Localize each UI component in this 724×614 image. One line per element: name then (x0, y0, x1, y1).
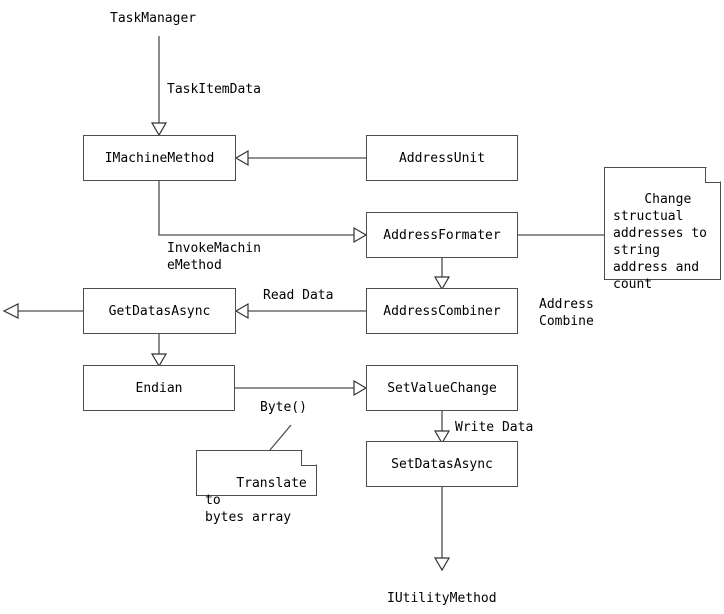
note-translate-fold-icon (301, 451, 316, 466)
node-addressformater[interactable]: AddressFormater (366, 212, 518, 258)
arrowhead-addressformater (353, 226, 368, 244)
node-endian[interactable]: Endian (83, 365, 235, 411)
arrowhead-getdatasasync (234, 302, 249, 320)
label-byte-call: Byte() (260, 400, 307, 415)
arrowhead-iutilitymethod (433, 557, 451, 572)
node-imachinemethod[interactable]: IMachineMethod (83, 135, 236, 181)
label-read-data: Read Data (263, 288, 334, 303)
node-addressunit[interactable]: AddressUnit (366, 135, 518, 181)
node-addresscombiner[interactable]: AddressCombiner (366, 288, 518, 334)
edge-note-translate-connector (269, 424, 292, 451)
note-fold-icon (705, 168, 720, 183)
node-setvaluechange[interactable]: SetValueChange (366, 365, 518, 411)
label-invoke-machine-method-line2: eMethod (167, 258, 222, 273)
edge-machinemethod-to-addressformater (158, 181, 354, 236)
arrowhead-left-exit (2, 303, 19, 319)
label-task-item-data: TaskItemData (167, 82, 261, 97)
label-address-combine-line2: Combine (539, 314, 594, 329)
arrowhead-taskmanager (150, 122, 168, 137)
node-setdatasasync[interactable]: SetDatasAsync (366, 441, 518, 487)
note-change-structural: Change structual addresses to string add… (604, 167, 721, 292)
note-change-structural-text: Change structual addresses to string add… (613, 192, 707, 292)
arrowhead-addressunit (234, 149, 249, 167)
note-translate-bytes: Translate to bytes array (196, 450, 317, 525)
label-address-combine-line1: Address (539, 297, 594, 312)
label-iutilitymethod: IUtilityMethod (387, 591, 497, 606)
label-write-data: Write Data (455, 420, 534, 435)
note-translate-bytes-text: Translate to bytes array (205, 476, 307, 525)
arrowhead-setvaluechange (353, 379, 368, 397)
node-getdatasasync[interactable]: GetDatasAsync (83, 288, 236, 334)
label-invoke-machine-method-line1: InvokeMachin (167, 241, 261, 256)
label-taskmanager: TaskManager (110, 11, 197, 26)
